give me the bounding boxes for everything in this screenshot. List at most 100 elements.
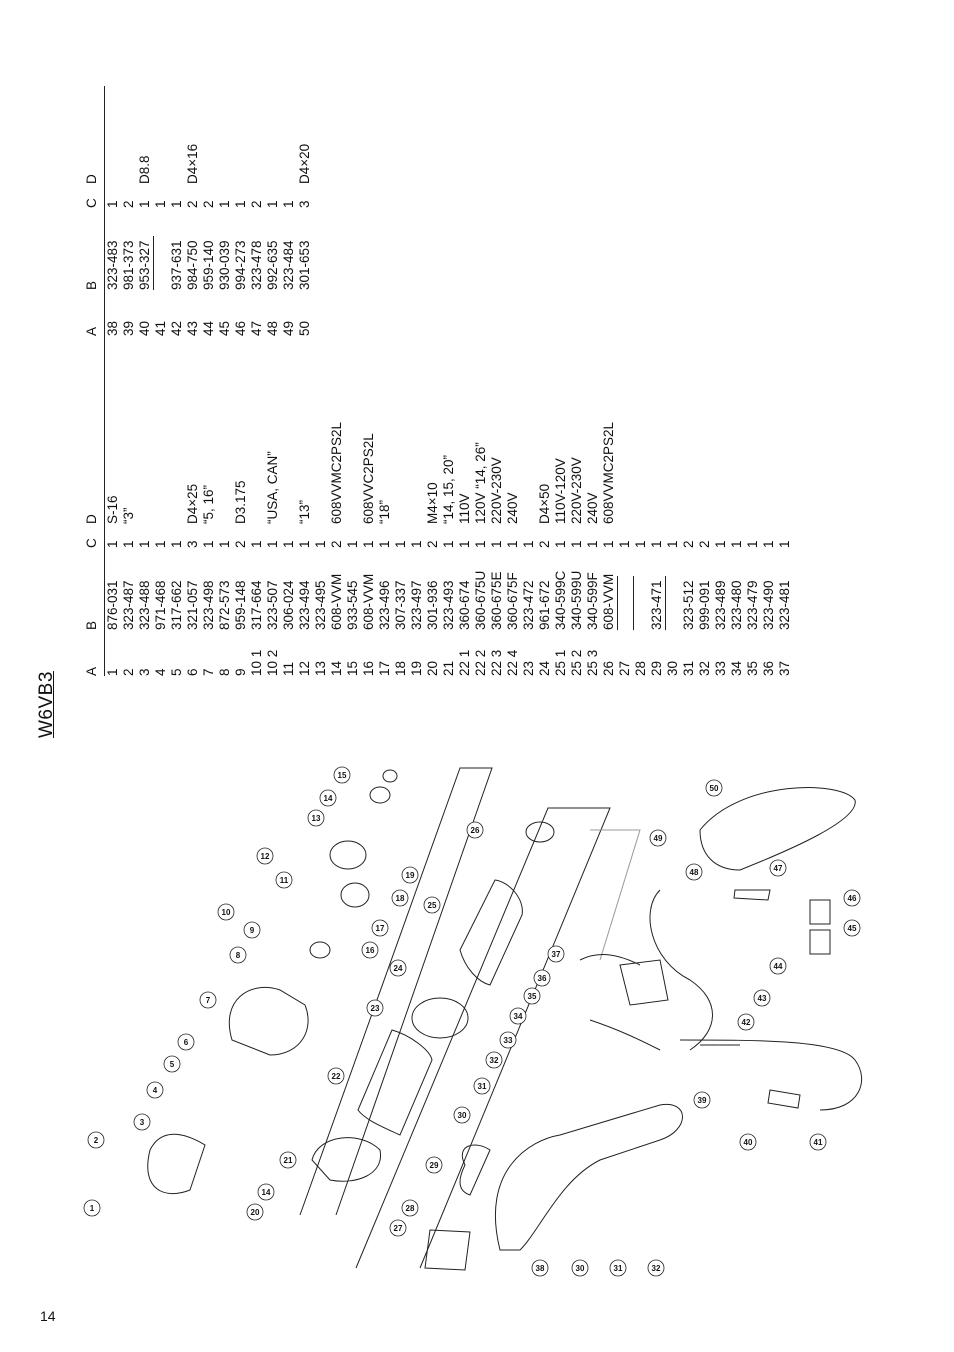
cell-d: 110V (457, 493, 472, 524)
callout-24: 24 (389, 959, 407, 977)
svg-text:12: 12 (261, 852, 270, 861)
cell-c: 1 (121, 540, 136, 548)
cell-c: 2 (121, 200, 136, 208)
cell-c: 2 (697, 540, 712, 548)
cell-a: 10 2 (265, 649, 280, 676)
svg-text:27: 27 (394, 1224, 403, 1233)
col-header-d: D (84, 514, 99, 524)
cell-c: 1 (777, 540, 792, 548)
cell-c: 1 (297, 540, 312, 548)
svg-text:4: 4 (153, 1086, 158, 1095)
cell-c: 1 (217, 200, 232, 208)
cell-d: “13” (297, 499, 312, 524)
cell-c: 3 (185, 540, 200, 548)
cell-a: 16 (361, 660, 376, 676)
cell-c: 1 (345, 540, 360, 548)
cell-c: 1 (649, 540, 664, 548)
callout-23: 23 (366, 999, 384, 1017)
callout-44: 44 (769, 957, 787, 975)
cell-c: 1 (633, 540, 648, 548)
cell-c: 1 (153, 200, 168, 208)
callout-2: 2 (87, 1131, 105, 1149)
cell-b: 360-675U (473, 570, 488, 630)
callout-45: 45 (843, 919, 861, 937)
cell-c: 1 (377, 540, 392, 548)
cell-c: 1 (201, 540, 216, 548)
callout-32b: 32 (647, 1259, 665, 1277)
cell-c: 1 (265, 200, 280, 208)
cell-b: 876-031 (105, 580, 120, 630)
cell-b: 994-273 (233, 240, 248, 290)
cell-b: 933-545 (345, 580, 360, 630)
svg-text:46: 46 (848, 894, 857, 903)
cell-b: 323-479 (745, 580, 760, 630)
cell-a: 6 (185, 668, 200, 676)
cell-b: 959-140 (201, 240, 216, 290)
callout-7: 7 (199, 991, 217, 1009)
callout-32a: 32 (485, 1051, 503, 1069)
cell-a: 31 (681, 660, 696, 676)
cell-c: 1 (393, 540, 408, 548)
cell-b: 323-483 (105, 240, 120, 290)
cell-a: 24 (537, 660, 552, 676)
callout-3: 3 (133, 1113, 151, 1131)
cell-b: 323-487 (121, 580, 136, 630)
cell-b: 323-507 (265, 580, 280, 630)
callout-21: 21 (279, 1151, 297, 1169)
cell-b: 992-635 (265, 240, 280, 290)
callout-29: 29 (425, 1156, 443, 1174)
svg-text:9: 9 (250, 926, 255, 935)
table-row: 41 1 (153, 86, 169, 336)
cell-a: 35 (745, 660, 760, 676)
cell-b: 953-327 (137, 240, 152, 290)
col-header-a: A (84, 666, 99, 676)
callout-14a: 14 (319, 789, 337, 807)
cell-a: 41 (153, 320, 168, 336)
callout-16: 16 (361, 941, 379, 959)
cell-a: 14 (329, 660, 344, 676)
cell-c: 2 (681, 540, 696, 548)
cell-b: 340-599U (569, 570, 584, 630)
svg-text:40: 40 (744, 1138, 753, 1147)
cell-b: 323-512 (681, 580, 696, 630)
svg-text:32: 32 (652, 1264, 661, 1273)
cell-c: 1 (569, 540, 584, 548)
col-header-b: B (84, 280, 99, 290)
cell-b: 323-498 (201, 580, 216, 630)
callout-34: 34 (509, 1007, 527, 1025)
svg-text:5: 5 (170, 1060, 175, 1069)
cell-b: 323-488 (137, 580, 152, 630)
callout-6: 6 (177, 1033, 195, 1051)
svg-text:21: 21 (284, 1156, 293, 1165)
svg-text:47: 47 (774, 864, 783, 873)
cell-a: 8 (217, 668, 232, 676)
callout-47: 47 (769, 859, 787, 877)
svg-text:8: 8 (236, 951, 241, 960)
svg-text:31: 31 (614, 1264, 623, 1273)
cell-c: 1 (153, 540, 168, 548)
cell-a: 22 3 (489, 649, 504, 676)
cell-c: 2 (233, 540, 248, 548)
cell-b: 971-468 (153, 580, 168, 630)
svg-text:26: 26 (471, 826, 480, 835)
cell-a: 43 (185, 320, 200, 336)
cell-c: 1 (745, 540, 760, 548)
col-header-b: B (84, 620, 99, 630)
cell-c: 3 (297, 200, 312, 208)
callout-9: 9 (243, 921, 261, 939)
cell-a: 20 (425, 660, 440, 676)
svg-text:39: 39 (698, 1096, 707, 1105)
cell-d: D4×50 (537, 483, 552, 524)
callout-33: 33 (499, 1031, 517, 1049)
